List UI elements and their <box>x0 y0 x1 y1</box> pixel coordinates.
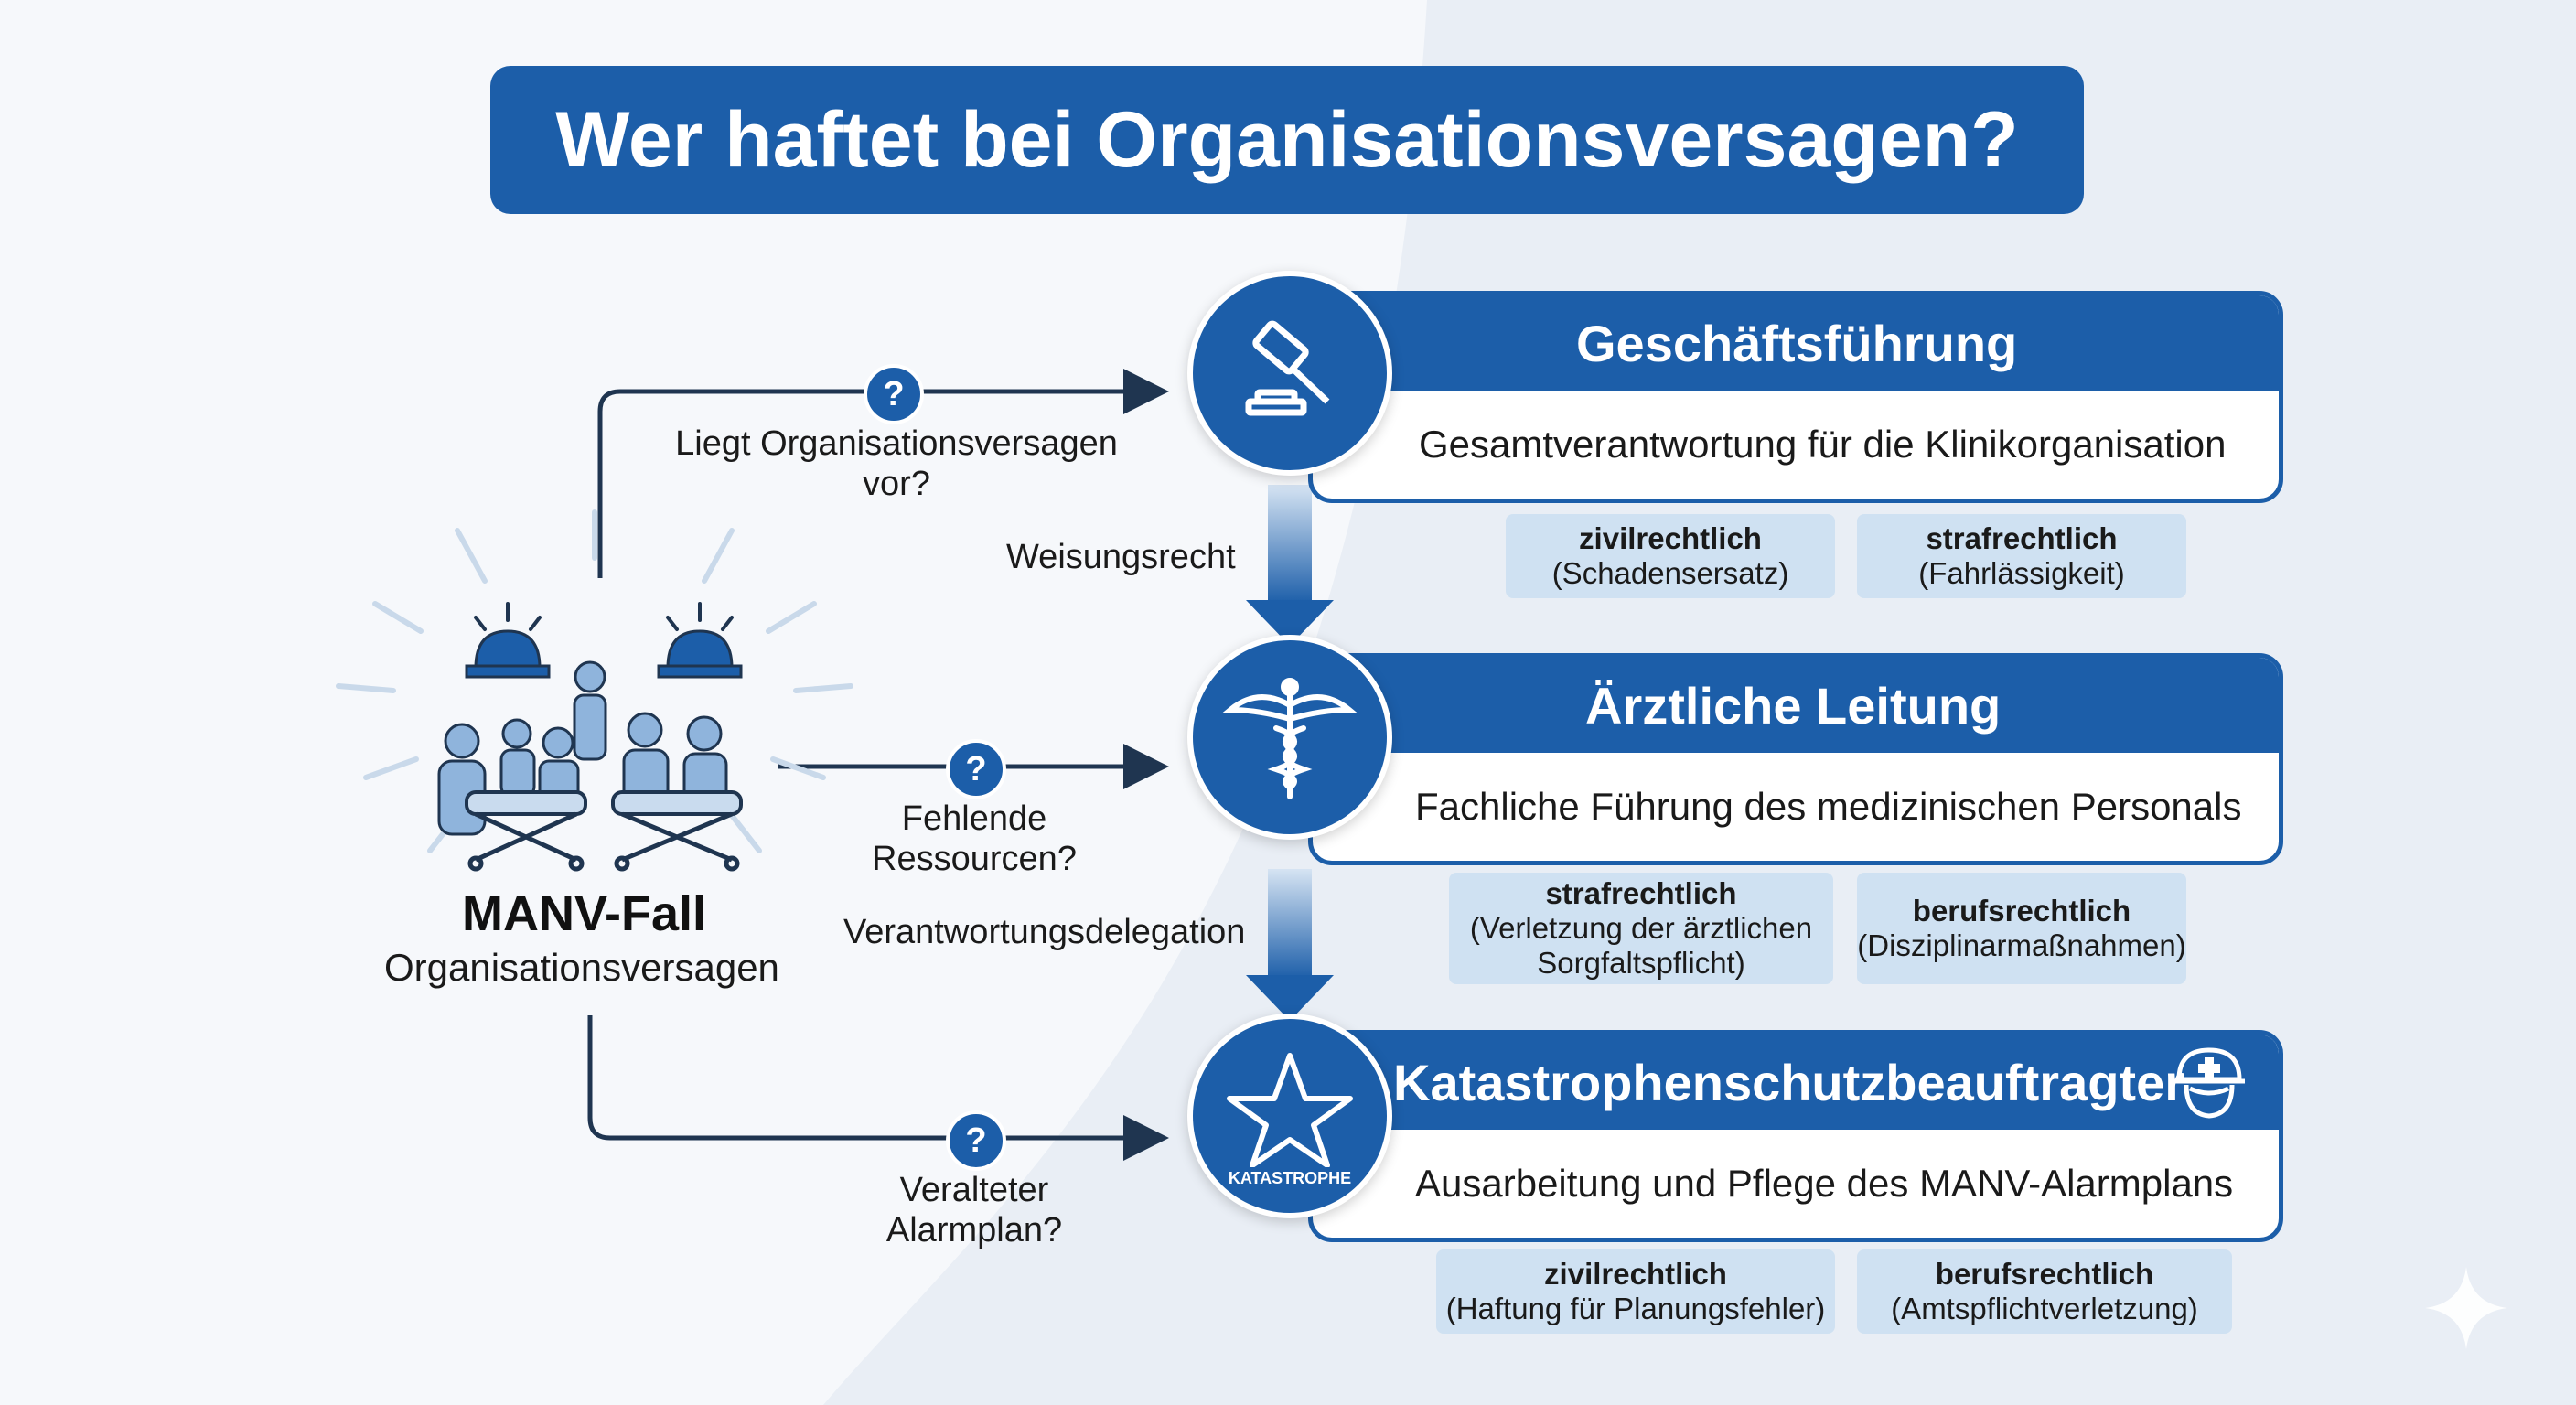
card-title: Ärztliche Leitung <box>1585 676 2002 735</box>
helmet-icon <box>2174 1047 2245 1119</box>
star-icon: KATASTROPHE <box>1187 1014 1392 1218</box>
question-icon-1: ? <box>864 364 924 424</box>
card-description: Gesamtverantwortung für die Klinikorgani… <box>1419 423 2227 466</box>
sparkle-icon <box>2425 1267 2507 1349</box>
down-arrow-2 <box>1246 869 1334 1021</box>
delegation-label-2: Verantwortungsdelegation <box>843 913 1246 951</box>
liability-tag: zivilrechtlich(Haftung für Planungsfehle… <box>1436 1249 1835 1334</box>
connector-bottom <box>587 1015 1169 1161</box>
liability-tag: berufsrechtlich(Amtspflichtverletzung) <box>1857 1249 2232 1334</box>
card-katastrophenschutzbeauftragter: Katastrophenschutzbeauftragter Ausarbeit… <box>1308 1030 2283 1242</box>
card-title: Katastrophenschutzbeauftragter <box>1393 1053 2185 1111</box>
question-icon-2: ? <box>946 739 1006 799</box>
liability-tag: berufsrechtlich(Disziplinarmaßnahmen) <box>1857 873 2186 984</box>
card-geschaeftsfuehrung: Geschäftsführung Gesamtverantwortung für… <box>1308 291 2283 503</box>
liability-tag: strafrechtlich(Fahrlässigkeit) <box>1857 514 2186 598</box>
mass-casualty-icon <box>336 509 853 872</box>
connector-top <box>597 369 1169 578</box>
liability-tag: zivilrechtlich(Schadensersatz) <box>1506 514 1835 598</box>
source-title: MANV-Fall <box>462 886 707 941</box>
gavel-icon <box>1187 271 1392 476</box>
caduceus-icon <box>1187 635 1392 840</box>
card-description: Ausarbeitung und Pflege des MANV-Alarmpl… <box>1415 1162 2234 1205</box>
page-title: Wer haftet bei Organisationsversagen? <box>490 66 2084 214</box>
card-description: Fachliche Führung des medizinischen Pers… <box>1415 785 2242 828</box>
card-title: Geschäftsführung <box>1576 314 2018 372</box>
liability-tag: strafrechtlich(Verletzung der ärztlichen… <box>1449 873 1833 984</box>
down-arrow-1 <box>1246 485 1334 646</box>
delegation-label-1: Weisungsrecht <box>1006 538 1236 576</box>
card-aerztliche-leitung: Ärztliche Leitung Fachliche Führung des … <box>1308 653 2283 865</box>
star-icon-caption: KATASTROPHE <box>1228 1168 1352 1187</box>
source-subtitle: Organisationsversagen <box>384 946 779 989</box>
question-icon-3: ? <box>946 1110 1006 1171</box>
